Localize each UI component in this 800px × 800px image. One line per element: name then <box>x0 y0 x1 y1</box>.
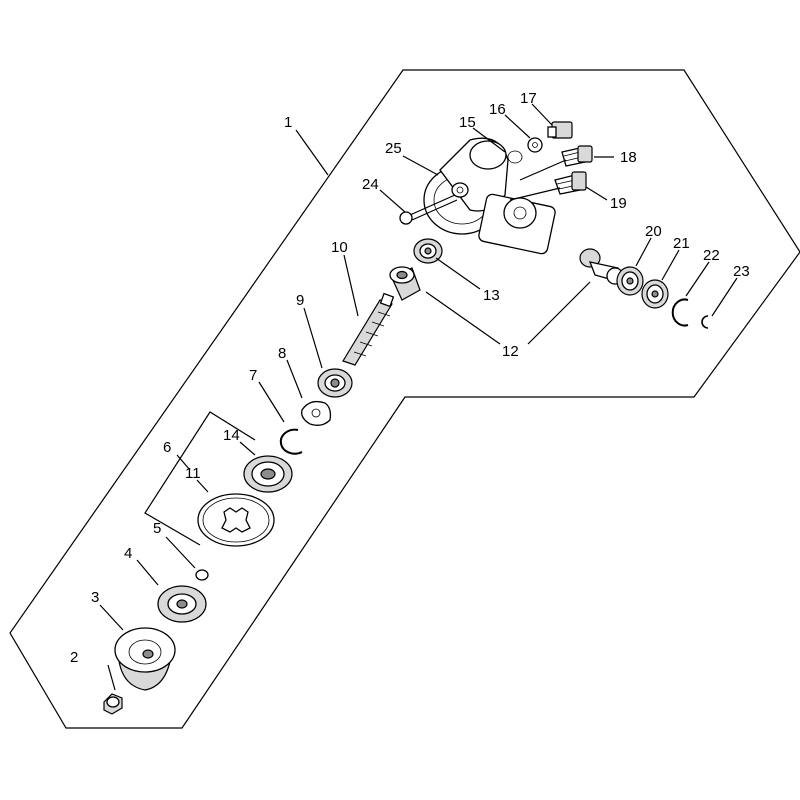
label-5: 5 <box>153 520 161 537</box>
circlip-23 <box>701 315 709 329</box>
label-14: 14 <box>223 427 240 444</box>
washer-8 <box>301 400 332 426</box>
label-16: 16 <box>489 101 506 118</box>
label-3: 3 <box>91 589 99 606</box>
label-12: 12 <box>502 343 519 360</box>
label-23: 23 <box>733 263 750 280</box>
cup-3 <box>114 627 176 691</box>
pinion-shaft <box>579 248 624 285</box>
label-4: 4 <box>124 545 132 562</box>
bearing-20 <box>616 266 644 296</box>
washer-15 <box>507 150 523 164</box>
bolt-19 <box>509 171 587 201</box>
bearing-21 <box>641 279 669 309</box>
shaft-10 <box>342 292 395 366</box>
hub-4 <box>157 585 207 623</box>
label-21: 21 <box>673 235 690 252</box>
label-24: 24 <box>362 176 379 193</box>
label-17: 17 <box>520 90 537 107</box>
washer-16 <box>527 137 543 153</box>
bearing-9 <box>317 368 353 398</box>
oring-5 <box>195 569 209 581</box>
assembly-outline <box>9 69 800 729</box>
circlip-7 <box>279 428 303 455</box>
label-13: 13 <box>483 287 500 304</box>
label-22: 22 <box>703 247 720 264</box>
label-2: 2 <box>70 649 78 666</box>
label-7: 7 <box>249 367 257 384</box>
group-bracket <box>144 411 256 546</box>
label-8: 8 <box>278 345 286 362</box>
label-9: 9 <box>296 292 304 309</box>
screw-24 <box>399 194 458 225</box>
label-1: 1 <box>284 114 292 131</box>
label-20: 20 <box>645 223 662 240</box>
part-labels: 1 2 3 4 5 6 7 8 9 10 11 12 13 14 15 16 1… <box>70 90 750 666</box>
bolt-18 <box>519 145 593 181</box>
label-11: 11 <box>185 465 201 482</box>
label-6: 6 <box>163 439 171 456</box>
label-25: 25 <box>385 140 402 157</box>
label-10: 10 <box>331 239 348 256</box>
disc-11 <box>197 493 275 547</box>
bearing-13 <box>413 238 443 264</box>
nut-2 <box>103 693 123 715</box>
gear-housing <box>423 137 556 255</box>
leader-lines <box>99 103 738 691</box>
bevel-gear-12 <box>389 266 421 301</box>
label-15: 15 <box>459 114 476 131</box>
plate-14 <box>243 455 293 493</box>
label-19: 19 <box>610 195 627 212</box>
bolt-17 <box>547 121 573 139</box>
label-18: 18 <box>620 149 637 166</box>
circlip-22 <box>671 298 689 327</box>
